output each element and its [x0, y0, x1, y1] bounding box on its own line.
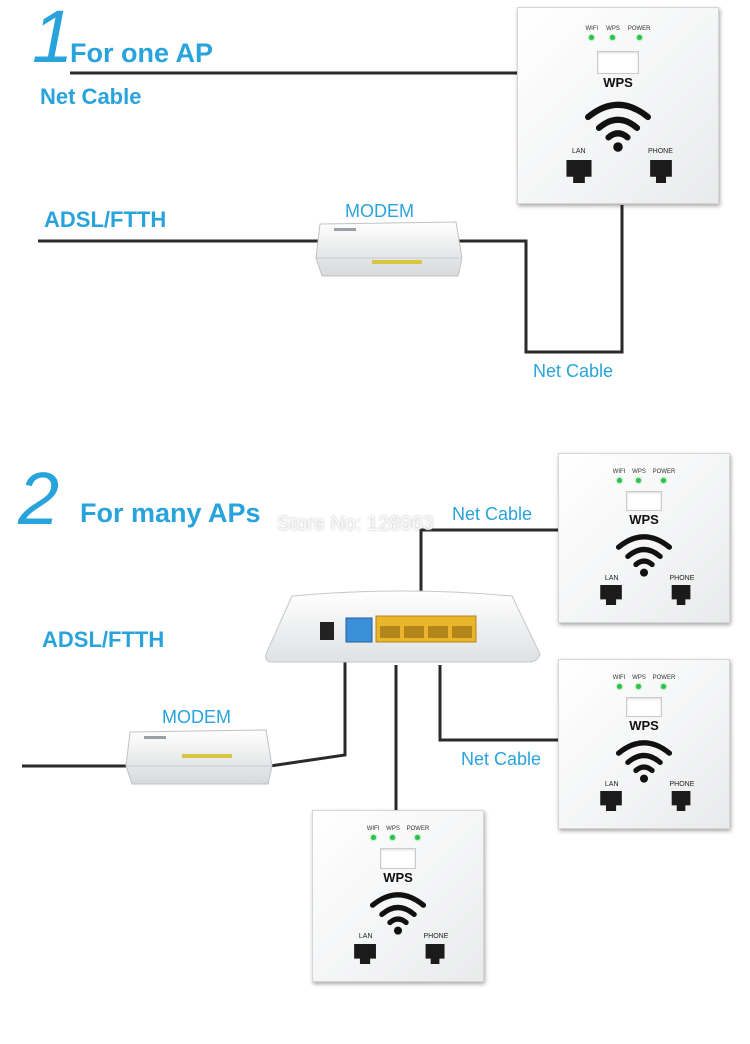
led-label: WPS	[632, 469, 646, 476]
led-label: WIFI	[585, 25, 599, 32]
adsl-ftth-label: ADSL/FTTH	[42, 627, 165, 652]
phone-port-icon	[650, 160, 672, 184]
led-label: POWER	[652, 675, 676, 682]
led-icon	[589, 34, 595, 40]
led-icon	[390, 835, 396, 841]
wps-button	[597, 50, 639, 75]
net-cable-label: Net Cable	[533, 361, 614, 381]
led-label: WPS	[606, 25, 620, 32]
led-label: WIFI	[366, 826, 380, 833]
led-label: WIFI	[612, 675, 626, 682]
lan-port-icon	[566, 160, 592, 184]
wall-access-point: WIFI WPS POWER WPS LAN PHONE	[312, 810, 484, 982]
wps-label: WPS	[629, 717, 659, 733]
led-label: WIFI	[612, 469, 626, 476]
modem-to-router-line	[269, 660, 347, 768]
wall-access-point: WIFI WPS POWER WPS LAN PHONE	[517, 7, 719, 204]
lan-port-icon	[600, 585, 622, 606]
led-icon	[636, 34, 642, 40]
wifi-icon	[585, 101, 651, 152]
net-cable-label: Net Cable	[40, 84, 142, 109]
wps-button	[380, 848, 416, 870]
phone-label: PHONE	[669, 574, 695, 582]
wps-label: WPS	[603, 75, 633, 91]
led-label: WPS	[386, 826, 400, 833]
modem-device	[315, 221, 463, 277]
modem-to-ap-line-1	[458, 205, 624, 354]
wifi-icon	[615, 534, 673, 577]
modem-label: MODEM	[345, 201, 414, 221]
modem-label: MODEM	[162, 707, 231, 727]
led-icon	[661, 478, 667, 484]
store-watermark: Store No: 128963	[277, 513, 434, 535]
modem-device	[125, 729, 273, 785]
lan-label: LAN	[604, 780, 619, 788]
led-label: POWER	[406, 826, 430, 833]
phone-label: PHONE	[648, 148, 673, 156]
led-label: WPS	[632, 675, 646, 682]
wps-label: WPS	[383, 869, 413, 885]
phone-port-icon	[671, 791, 690, 812]
section-number: 1	[32, 0, 74, 78]
led-icon	[661, 684, 667, 690]
wps-button	[626, 696, 662, 718]
led-icon	[636, 684, 642, 690]
net-cable-label: Net Cable	[452, 504, 533, 524]
router-device	[265, 590, 541, 663]
led-icon	[636, 478, 642, 484]
wall-access-point: WIFI WPS POWER WPS LAN PHONE	[558, 453, 730, 623]
net-cable-label: Net Cable	[461, 749, 542, 769]
led-icon	[370, 835, 376, 841]
lan-port-icon	[353, 943, 376, 964]
led-icon	[616, 478, 622, 484]
wifi-icon	[615, 740, 673, 783]
phone-label: PHONE	[669, 780, 695, 788]
phone-port-icon	[671, 585, 690, 606]
phone-label: PHONE	[423, 933, 449, 941]
led-indicators: WIFI WPS POWER	[559, 469, 729, 484]
lan-label: LAN	[358, 933, 373, 941]
lan-label: LAN	[572, 148, 586, 156]
led-icon	[616, 684, 622, 690]
router-to-ap3-line	[438, 665, 558, 742]
led-icon	[415, 835, 421, 841]
section-heading: For many APs	[80, 498, 261, 528]
lan-port-icon	[600, 791, 622, 812]
led-indicators: WIFI WPS POWER	[313, 826, 483, 841]
section-number: 2	[18, 457, 60, 540]
section-heading: For one AP	[70, 38, 214, 68]
led-icon	[610, 34, 616, 40]
wps-label: WPS	[629, 511, 659, 527]
led-indicators: WIFI WPS POWER	[518, 26, 718, 40]
adsl-ftth-label: ADSL/FTTH	[44, 207, 167, 232]
lan-label: LAN	[604, 574, 619, 582]
phone-port-icon	[425, 943, 445, 964]
led-indicators: WIFI WPS POWER	[559, 675, 729, 690]
wall-access-point: WIFI WPS POWER WPS LAN PHONE	[558, 659, 730, 829]
wifi-icon	[369, 892, 427, 935]
led-label: POWER	[627, 25, 651, 32]
led-label: POWER	[652, 469, 676, 476]
wps-button	[626, 490, 662, 512]
